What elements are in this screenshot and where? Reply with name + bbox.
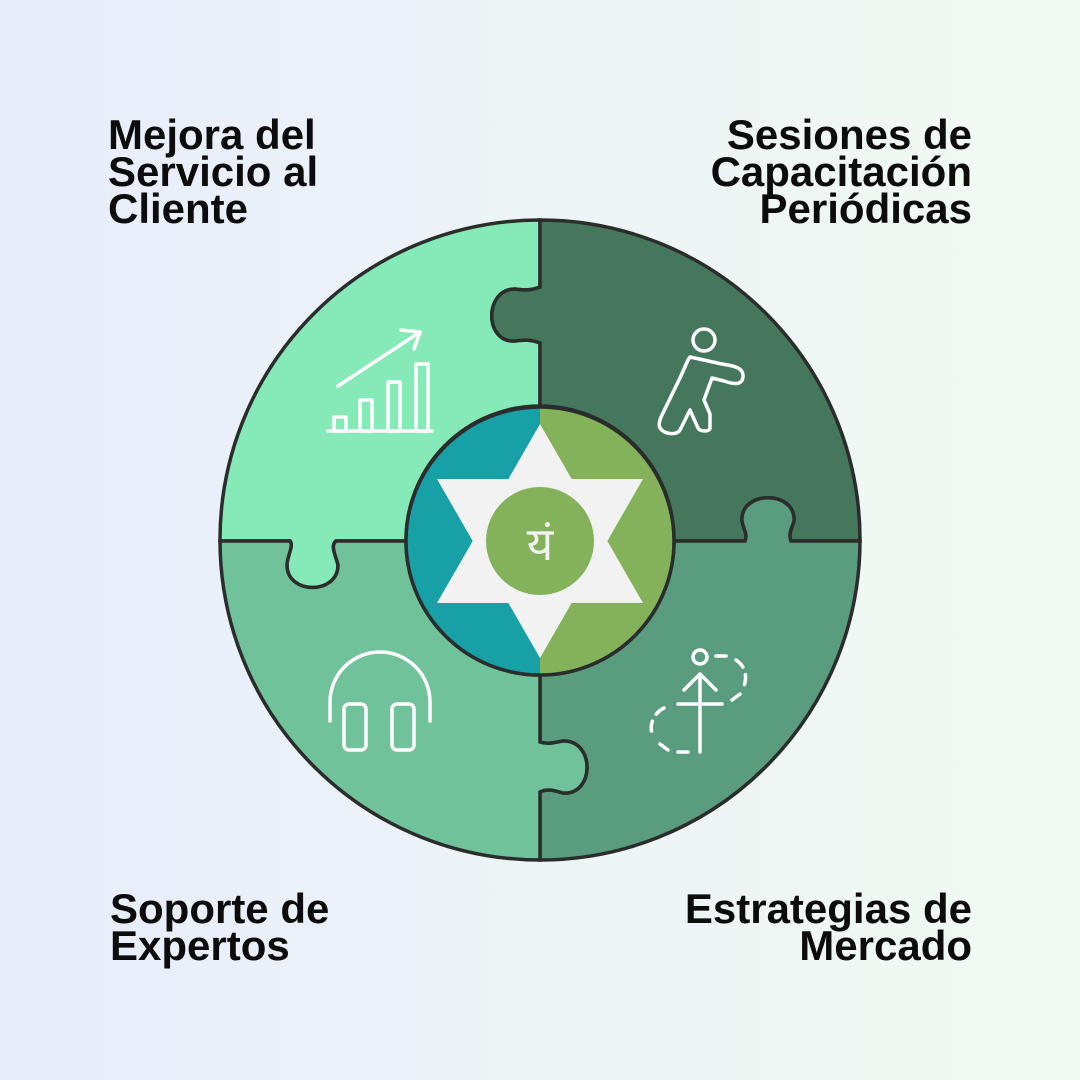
growth-chart-icon — [326, 328, 434, 433]
chakra-glyph: यं — [527, 517, 555, 571]
headphones-icon — [328, 650, 432, 752]
label-bottom-right: Estrategias de Mercado — [684, 885, 972, 969]
puzzle-piece-bottom-left — [218, 539, 589, 862]
label-top-right: Sesiones de Capacitación Periódicas — [710, 111, 972, 232]
direction-arrow-icon — [649, 648, 748, 754]
exercise-person-icon — [657, 327, 745, 436]
heart-chakra-icon: यं — [404, 405, 676, 677]
label-bottom-left: Soporte de Expertos — [110, 885, 330, 969]
label-top-left: Mejora del Servicio al Cliente — [108, 111, 319, 232]
